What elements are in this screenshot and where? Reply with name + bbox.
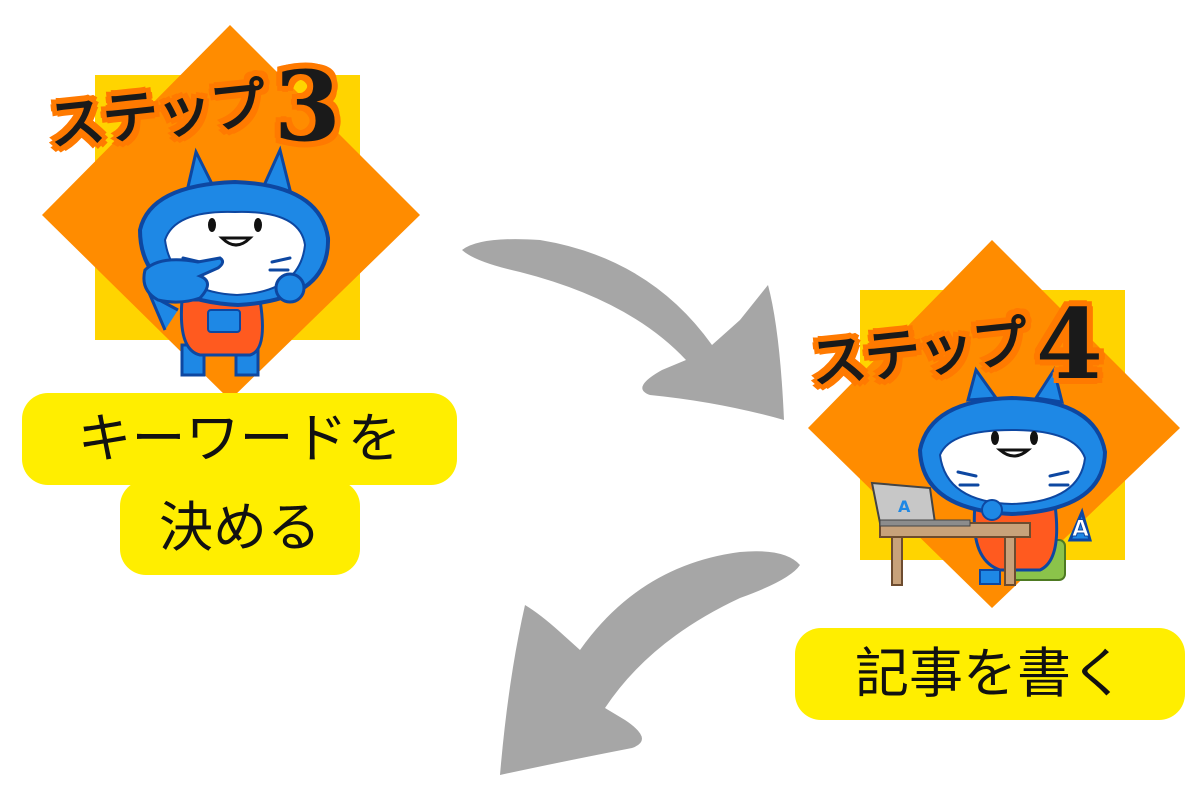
step-3-heading: ステップ3 — [46, 50, 341, 163]
step-number: 3 — [274, 50, 341, 163]
step-number: 4 — [1036, 288, 1103, 401]
mascot-at-laptop-icon: A A — [870, 366, 1108, 586]
step-4-heading: ステップ4 — [808, 288, 1103, 401]
mascot-pointing-icon — [137, 145, 331, 377]
svg-text:A: A — [898, 497, 911, 516]
step-4-label: 記事を書く — [855, 642, 1125, 705]
step-3-label-line2-box: 決める — [120, 480, 360, 575]
step-3-badge: ステップ3 — [0, 0, 460, 400]
step-4-label-box: 記事を書く — [795, 628, 1185, 720]
step-3-label-line2: 決める — [159, 495, 321, 559]
step-4-badge: A A ステップ4 — [800, 240, 1200, 620]
step-3-label-line1: キーワードを — [77, 407, 402, 470]
svg-text:A: A — [1072, 517, 1089, 542]
step-3-label-line1-box: キーワードを — [22, 393, 457, 485]
